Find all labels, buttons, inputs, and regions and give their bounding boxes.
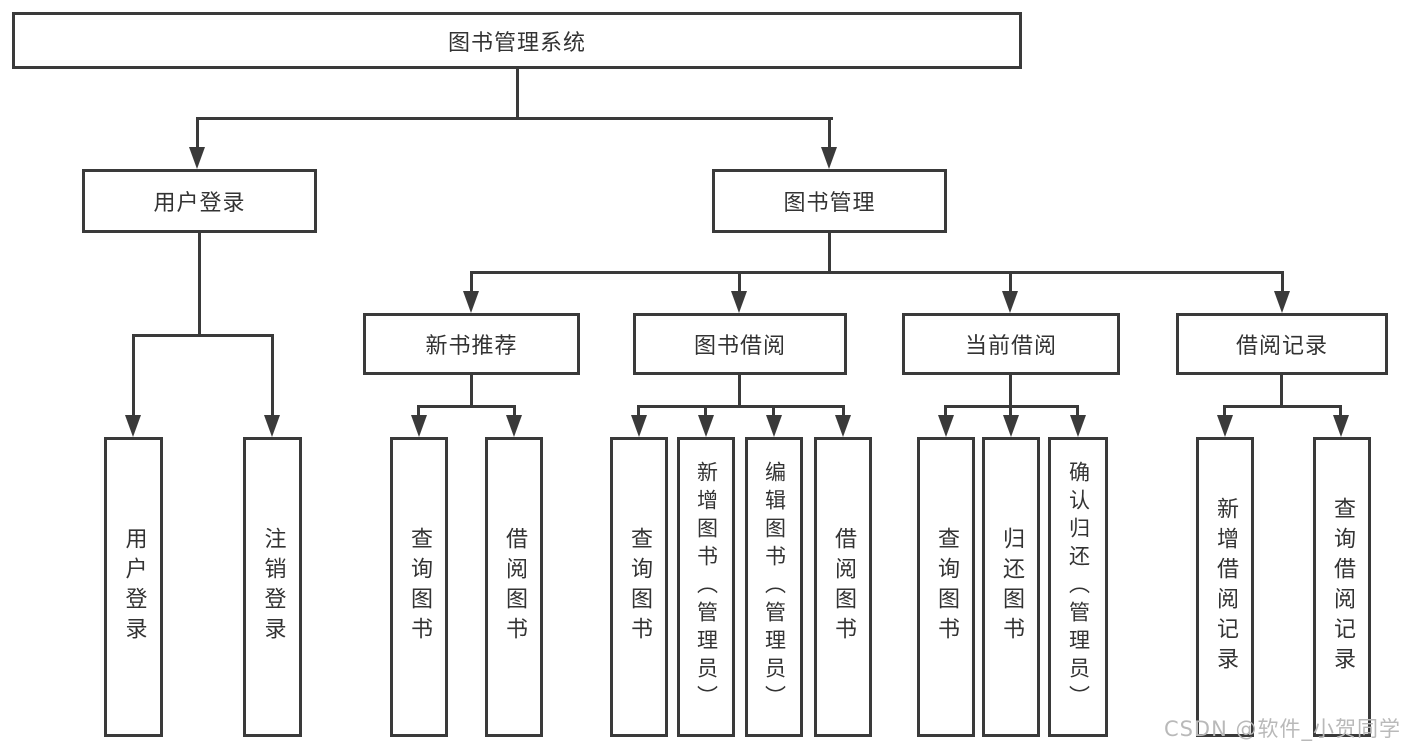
leaf-user-login-label: 用户登录 (121, 527, 147, 647)
arrowhead-leaf-logout-icon (264, 415, 280, 437)
leaf-borrow-borrow-books: 借阅图书 (814, 437, 872, 737)
edge-borrow-drop-3 (772, 405, 775, 417)
leaf-recommend-query-books: 查询图书 (390, 437, 448, 737)
edge-recommend-drop-1 (417, 405, 420, 417)
edge-login-bar (132, 334, 274, 337)
leaf-recommend-query-books-label: 查询图书 (407, 527, 432, 647)
node-borrow-records: 借阅记录 (1176, 313, 1388, 375)
node-new-book-recommend: 新书推荐 (363, 313, 580, 375)
edge-l3-drop-3 (1009, 271, 1012, 293)
edge-current-drop-2 (1009, 405, 1012, 417)
leaf-records-query-record: 查询借阅记录 (1313, 437, 1371, 737)
node-book-management-label: 图书管理 (783, 191, 876, 216)
arrowhead-user-login-icon (189, 147, 205, 169)
arrowhead-leaf-user-login-icon (125, 415, 141, 437)
leaf-current-confirm-return-admin: 确认归还（管理员） (1048, 437, 1108, 737)
node-new-book-recommend-label: 新书推荐 (425, 334, 518, 359)
node-current-borrow-label: 当前借阅 (964, 334, 1057, 359)
edge-l3-drop-1 (470, 271, 473, 293)
edge-records-stem (1280, 375, 1283, 408)
node-user-login: 用户登录 (82, 169, 317, 233)
arrowhead-borrow-borrow-icon (835, 415, 851, 437)
node-book-management: 图书管理 (712, 169, 947, 233)
edge-borrow-bar (637, 405, 845, 408)
leaf-recommend-borrow-books-label: 借阅图书 (502, 527, 527, 647)
arrowhead-records-add-icon (1217, 415, 1233, 437)
edge-current-drop-3 (1076, 405, 1079, 417)
leaf-current-query-books: 查询图书 (917, 437, 975, 737)
node-book-borrow: 图书借阅 (633, 313, 847, 375)
csdn-watermark: CSDN @软件_小贺同学 (1163, 717, 1401, 741)
edge-l3-drop-2 (738, 271, 741, 293)
edge-mgmt-stem (828, 233, 831, 274)
edge-recommend-stem (470, 375, 473, 408)
edge-l3-drop-4 (1281, 271, 1284, 293)
arrowhead-current-borrow-icon (1002, 291, 1018, 313)
edge-login-drop-1 (132, 334, 135, 417)
arrowhead-current-query-icon (938, 415, 954, 437)
edge-current-stem (1009, 375, 1012, 408)
leaf-records-add-record: 新增借阅记录 (1196, 437, 1254, 737)
leaf-borrow-query-books: 查询图书 (610, 437, 668, 737)
leaf-borrow-query-books-label: 查询图书 (627, 527, 652, 647)
arrowhead-book-borrow-icon (731, 291, 747, 313)
edge-root-bar (196, 117, 833, 120)
node-library-system: 图书管理系统 (12, 12, 1022, 69)
arrowhead-borrow-query-icon (631, 415, 647, 437)
node-current-borrow: 当前借阅 (902, 313, 1120, 375)
edge-recommend-drop-2 (513, 405, 516, 417)
leaf-logout-label: 注销登录 (260, 527, 286, 647)
edge-root-stem (516, 69, 519, 119)
arrowhead-recommend-borrow-icon (506, 415, 522, 437)
leaf-recommend-borrow-books: 借阅图书 (485, 437, 543, 737)
edge-current-drop-1 (944, 405, 947, 417)
node-library-system-label: 图书管理系统 (447, 30, 586, 56)
leaf-current-return-books: 归还图书 (982, 437, 1040, 737)
leaf-records-query-record-label: 查询借阅记录 (1330, 497, 1355, 677)
edge-mgmt-bar (470, 271, 1284, 274)
node-user-login-label: 用户登录 (153, 191, 246, 216)
node-borrow-records-label: 借阅记录 (1235, 334, 1328, 359)
edge-borrow-drop-1 (637, 405, 640, 417)
leaf-records-add-record-label: 新增借阅记录 (1213, 497, 1238, 677)
leaf-borrow-borrow-books-label: 借阅图书 (831, 527, 856, 647)
arrowhead-borrow-records-icon (1274, 291, 1290, 313)
leaf-logout: 注销登录 (243, 437, 302, 737)
arrowhead-borrow-edit-icon (766, 415, 782, 437)
node-book-borrow-label: 图书借阅 (693, 334, 786, 359)
arrowhead-records-query-icon (1333, 415, 1349, 437)
edge-login-drop-2 (271, 334, 274, 417)
arrowhead-recommend-query-icon (411, 415, 427, 437)
arrowhead-borrow-add-icon (698, 415, 714, 437)
leaf-current-confirm-return-admin-label: 确认归还（管理员） (1066, 461, 1091, 713)
edge-records-drop-2 (1339, 405, 1342, 417)
edge-book-mgmt-drop (828, 117, 831, 150)
edge-borrow-drop-2 (704, 405, 707, 417)
arrowhead-book-mgmt-icon (821, 147, 837, 169)
leaf-borrow-edit-books-admin: 编辑图书（管理员） (745, 437, 803, 737)
edge-records-bar (1223, 405, 1342, 408)
arrowhead-current-return-icon (1003, 415, 1019, 437)
edge-recommend-bar (417, 405, 516, 408)
leaf-borrow-add-books-admin: 新增图书（管理员） (677, 437, 735, 737)
leaf-current-query-books-label: 查询图书 (934, 527, 959, 647)
leaf-borrow-add-books-admin-label: 新增图书（管理员） (694, 461, 719, 713)
edge-user-login-drop (196, 117, 199, 150)
leaf-borrow-edit-books-admin-label: 编辑图书（管理员） (762, 461, 787, 713)
edge-records-drop-1 (1223, 405, 1226, 417)
edge-borrow-stem (738, 375, 741, 408)
leaf-user-login: 用户登录 (104, 437, 163, 737)
edge-login-stem (198, 233, 201, 337)
leaf-current-return-books-label: 归还图书 (999, 527, 1024, 647)
arrowhead-current-confirm-icon (1070, 415, 1086, 437)
edge-borrow-drop-4 (842, 405, 845, 417)
arrowhead-new-book-recommend-icon (463, 291, 479, 313)
